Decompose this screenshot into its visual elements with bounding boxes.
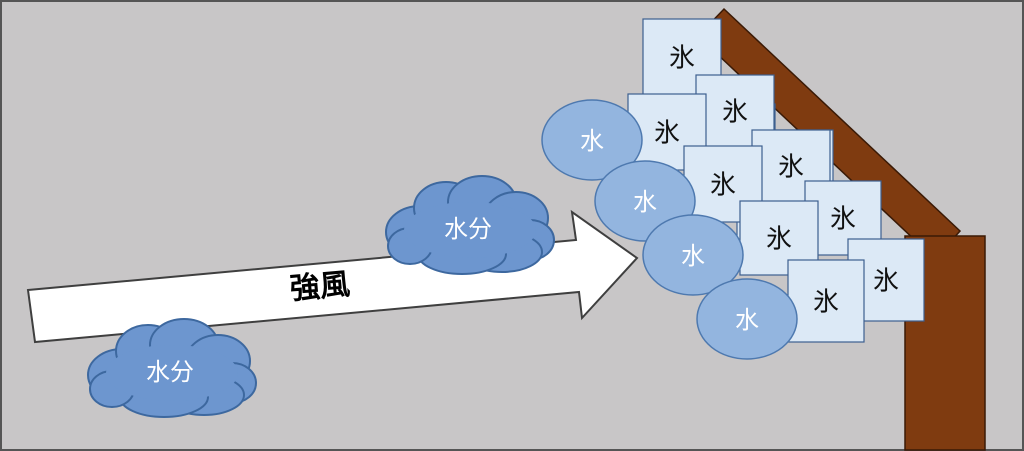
moisture-cloud: 水分 <box>385 175 555 275</box>
cloud-label: 水分 <box>146 358 194 386</box>
water-label: 水 <box>735 306 759 334</box>
ice-label: 氷 <box>722 98 748 128</box>
wind-label: 強風 <box>289 267 352 307</box>
ice-label: 氷 <box>654 119 680 149</box>
ice-block: 氷 <box>787 259 865 343</box>
wind-arrow: 強風 <box>26 209 639 344</box>
water-drop: 水 <box>642 214 744 296</box>
water-label: 水 <box>633 188 657 216</box>
ice-blocks: 氷氷氷氷氷氷氷氷氷氷氷氷 <box>627 18 925 343</box>
ice-label: 氷 <box>873 267 899 297</box>
ice-label: 氷 <box>813 288 839 318</box>
water-drop: 水 <box>696 278 798 360</box>
moisture-cloud: 水分 <box>87 318 257 418</box>
water-drop: 水 <box>541 99 643 181</box>
ice-label: 氷 <box>778 153 804 183</box>
ice-label: 氷 <box>669 44 695 74</box>
ice-label: 氷 <box>830 205 856 235</box>
ice-label: 氷 <box>766 225 792 255</box>
cloud-label: 水分 <box>444 215 492 243</box>
water-label: 水 <box>580 127 604 155</box>
ice-block: 氷 <box>739 200 819 276</box>
water-label: 水 <box>681 242 705 270</box>
ice-label: 氷 <box>710 171 736 201</box>
